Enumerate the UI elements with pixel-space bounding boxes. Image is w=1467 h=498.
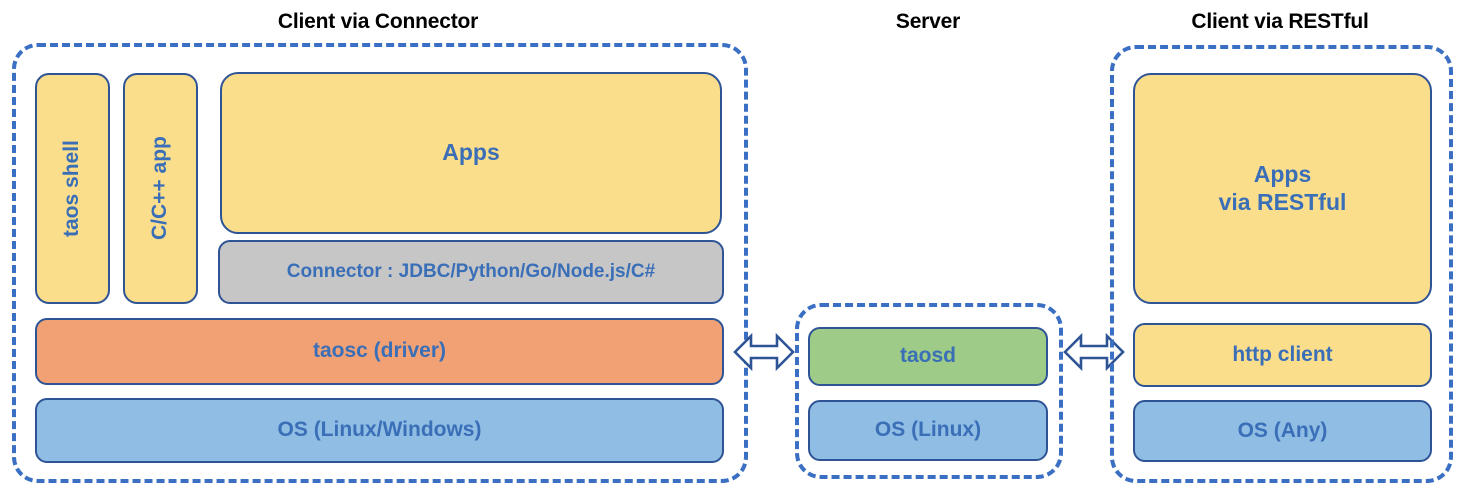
server-container: [795, 303, 1063, 479]
group-title-client-restful: Client via RESTful: [1191, 10, 1369, 33]
node-apps-connector[interactable]: Apps: [220, 72, 722, 234]
group-title-client-connector: Client via Connector: [277, 10, 479, 33]
client-connector-container: [12, 43, 748, 483]
node-os-linux-windows[interactable]: OS (Linux/Windows): [35, 398, 724, 463]
node-os-linux[interactable]: OS (Linux): [808, 400, 1048, 461]
node-os-any[interactable]: OS (Any): [1133, 400, 1432, 462]
node-apps-via-restful-line1: Apps: [1253, 161, 1312, 188]
node-c-cpp-app[interactable]: C/C++ app: [123, 73, 198, 304]
node-taos-shell[interactable]: taos shell: [35, 73, 110, 304]
node-taosc-driver[interactable]: taosc (driver): [35, 318, 724, 385]
node-connector-list[interactable]: Connector : JDBC/Python/Go/Node.js/C#: [218, 240, 724, 304]
client-restful-container: [1110, 45, 1453, 483]
left-double-arrow: [733, 327, 795, 377]
group-title-server: Server: [895, 10, 961, 33]
node-http-client[interactable]: http client: [1133, 323, 1432, 387]
node-apps-via-restful[interactable]: Apps via RESTful: [1133, 73, 1432, 304]
right-double-arrow: [1063, 327, 1125, 377]
node-apps-via-restful-line2: via RESTful: [1218, 188, 1347, 215]
node-taosd[interactable]: taosd: [808, 327, 1048, 386]
